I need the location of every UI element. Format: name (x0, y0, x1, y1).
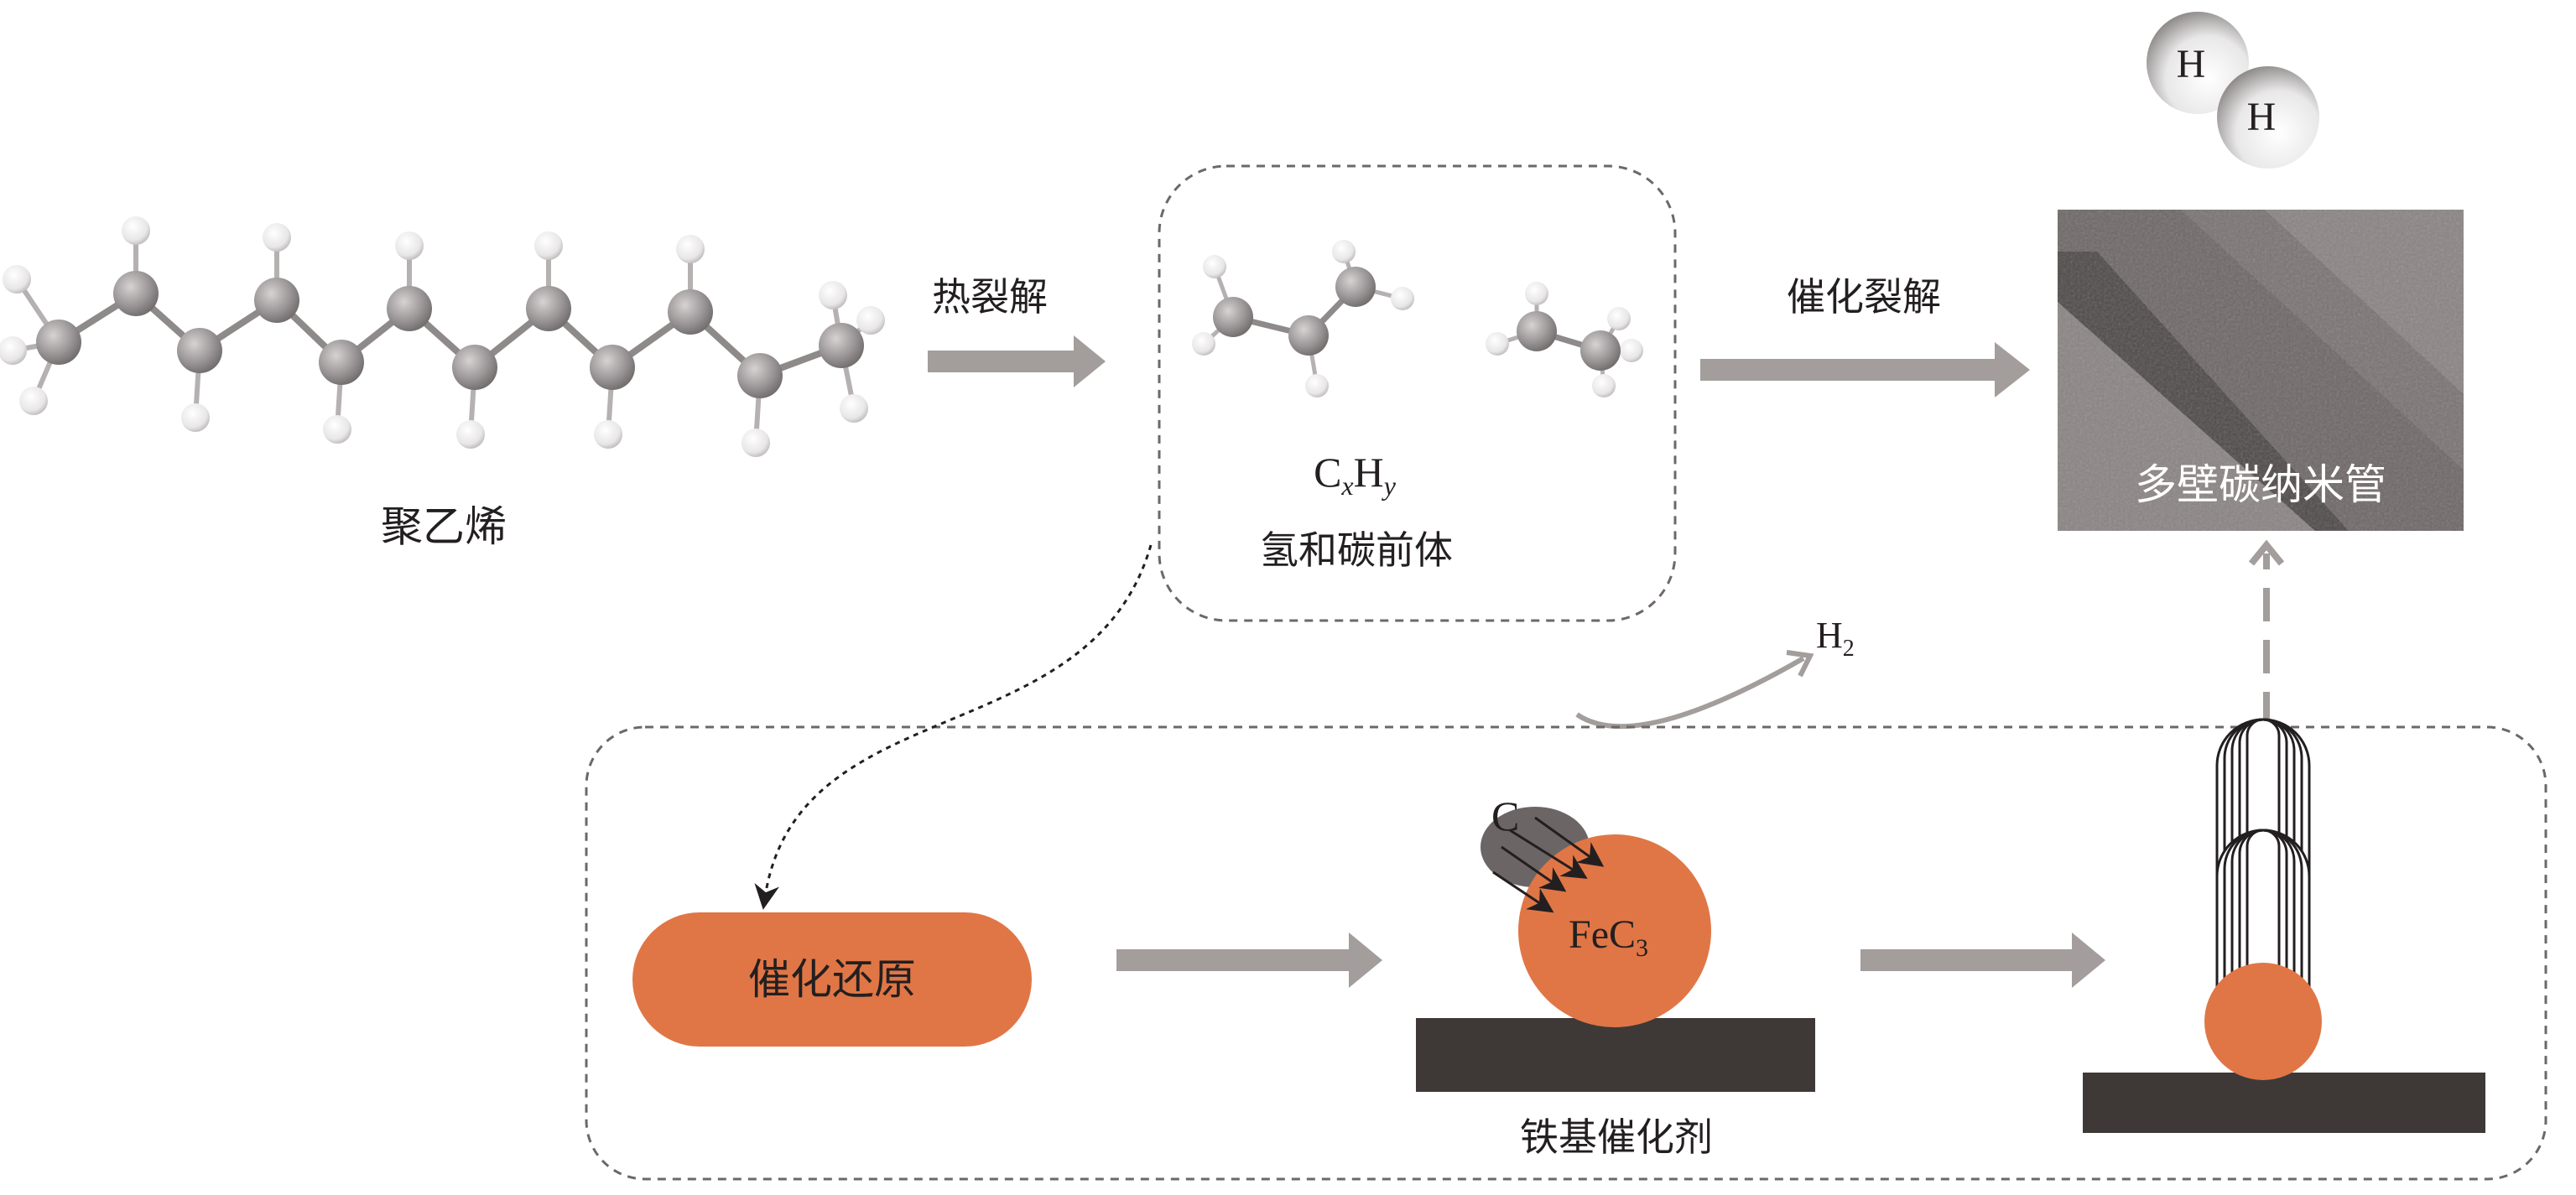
iron-catalyst-label: 铁基催化剂 (1520, 1114, 1713, 1160)
h2-release-arrow-head (1786, 650, 1814, 678)
hydrogen-atom (323, 415, 351, 444)
pyrolysis-arrow (928, 335, 1106, 387)
hydrogen-atom (0, 336, 27, 365)
hydrogen-atom (534, 231, 563, 260)
polyethylene-molecule (0, 216, 885, 457)
carbon-atom (1580, 330, 1621, 371)
hydrogen-atom (819, 281, 847, 309)
carbon-atom (590, 345, 635, 390)
hydrogen-atom (856, 306, 885, 335)
hydrocarbon-molecules (1192, 240, 1643, 397)
carbon-atom (1335, 267, 1376, 307)
h2-label: H2 (1816, 615, 1855, 662)
precursor-box (1158, 164, 1677, 622)
hydrogen-atom (1192, 332, 1215, 356)
hydrogen-atom (1620, 339, 1643, 362)
nanotube-wall (2246, 829, 2281, 1006)
hydrogen-atom (1332, 240, 1356, 263)
precursor-label: 氢和碳前体 (1260, 527, 1453, 573)
hydrogen-atom (1592, 374, 1616, 397)
hydrogen-atom (181, 403, 210, 432)
mwcnt-tem-image: 多壁碳纳米管 (2058, 210, 2464, 531)
carbon-atom (113, 271, 159, 316)
substrate (1416, 1018, 1815, 1092)
carbon-atom (1517, 311, 1557, 351)
carbon-atom (819, 323, 864, 368)
catalytic-cracking-label: 催化裂解 (1787, 274, 1941, 320)
h-atom-label: H (2247, 95, 2277, 139)
carbon-atom (526, 286, 571, 331)
hydrogen-atom (840, 394, 868, 423)
catalytic-reduction-pill (632, 912, 1032, 1047)
fec3-label: FeC3 (1569, 912, 1648, 962)
h-atom-label: H (2177, 42, 2206, 86)
process-arrow-2 (1860, 933, 2105, 988)
carbon-atom (177, 328, 222, 373)
hydrogen-atom (1486, 332, 1509, 356)
hydrogen-atom (122, 216, 150, 245)
hydrogen-atom (263, 223, 291, 252)
fec3-particle (1518, 834, 1711, 1027)
carbon-label: C (1491, 792, 1519, 839)
substrate-right (2083, 1073, 2485, 1133)
hydrogen-atom (1525, 282, 1548, 305)
carbon-atom (36, 320, 81, 365)
nanotube-wall (2246, 718, 2281, 1006)
nanotube-growth (2215, 718, 2311, 1006)
hydrogen-atom (3, 265, 31, 294)
hydrogen-atom (456, 420, 485, 449)
mwcnt-label: 多壁碳纳米管 (2135, 460, 2386, 509)
hydrogen-molecule: H H (2147, 12, 2319, 169)
hydrogen-atom (1305, 374, 1329, 397)
cxhy-formula: CxHy (1314, 449, 1397, 501)
h2-release-arrow (1575, 656, 1805, 730)
catalyst-particle (2204, 963, 2322, 1080)
carbon-atom (668, 289, 713, 335)
growth-arrow-head (2248, 539, 2285, 566)
carbon-diffusion-arrows (1492, 816, 1605, 913)
catalyst-process-box (585, 725, 2547, 1181)
carbon-atom (452, 345, 497, 390)
catalytic-reduction-label: 催化还原 (748, 955, 916, 1004)
pyrolysis-label: 热裂解 (932, 274, 1048, 320)
hydrogen-atom (395, 231, 424, 260)
carbon-atom (387, 286, 432, 331)
precursor-to-reduction-arrow (754, 544, 1153, 910)
process-arrow-1 (1116, 933, 1382, 988)
hydrogen-atom (676, 235, 705, 263)
hydrogen-atom (1391, 287, 1414, 310)
carbon-atom (1213, 297, 1253, 337)
hydrogen-atom (19, 387, 48, 415)
carbon-atom (319, 340, 364, 385)
catalytic-cracking-arrow (1700, 342, 2030, 397)
hydrogen-atom (1203, 255, 1226, 278)
hydrogen-atom (1607, 307, 1631, 330)
hydrogen-atom (594, 420, 622, 449)
carbon-atom (254, 278, 299, 323)
polyethylene-label: 聚乙烯 (381, 502, 507, 551)
hydrogen-atom (742, 429, 770, 457)
carbon-atom (737, 353, 783, 398)
carbon-atom (1288, 315, 1329, 356)
